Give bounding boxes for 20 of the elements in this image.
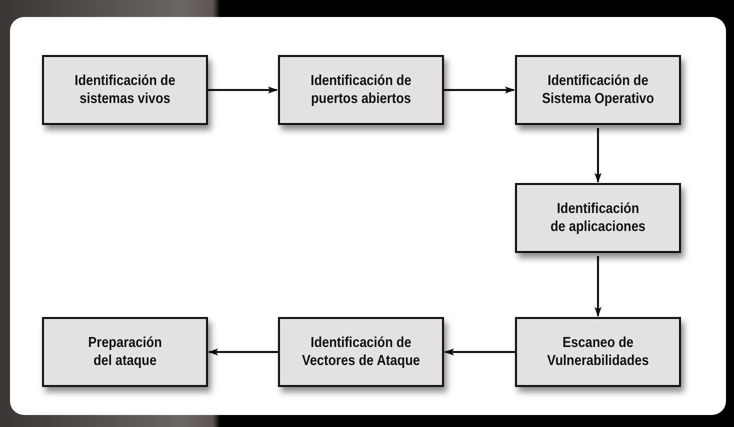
arrow (594, 256, 602, 317)
box-label: Identificación de aplicaciones (549, 200, 647, 236)
process-box (42, 317, 208, 387)
arrow (208, 348, 278, 356)
box-label: Preparación del ataque (87, 334, 163, 370)
box-label: Identificación de Sistema Operativo (540, 72, 656, 108)
arrow (444, 86, 515, 94)
process-box (515, 55, 681, 125)
box-label: Identificación de puertos abiertos (310, 72, 412, 108)
box-label: Identificación de Vectores de Ataque (301, 334, 421, 370)
box-label: Escaneo de Vulnerabilidades (546, 334, 650, 370)
process-box (278, 55, 444, 125)
process-box (42, 55, 208, 125)
process-box (278, 317, 444, 387)
process-box (515, 317, 681, 387)
process-box (515, 183, 681, 253)
box-label: Identificación de sistemas vivos (74, 72, 176, 108)
arrow (594, 128, 602, 183)
arrow (444, 348, 515, 356)
arrow (208, 86, 278, 94)
